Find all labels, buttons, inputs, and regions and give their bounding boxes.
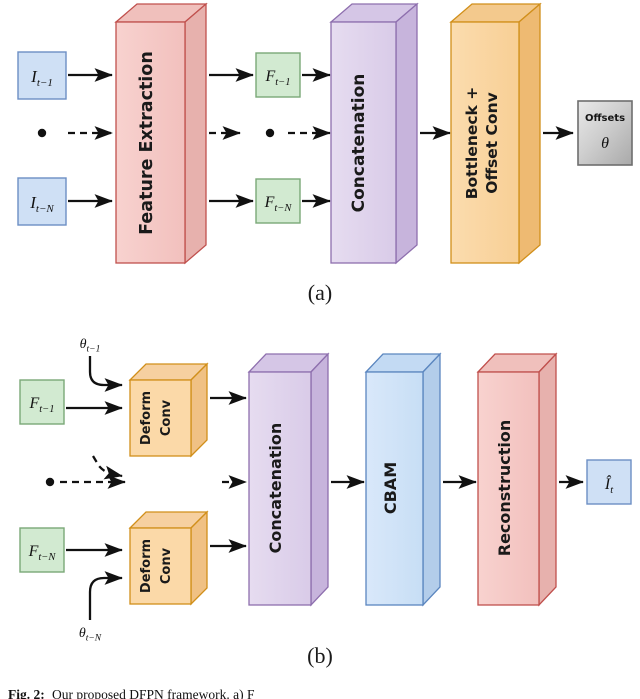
offsets-title: Offsets (585, 113, 625, 124)
offsets-output-box: Offsets θ (577, 100, 633, 166)
feature-t-N-label: Ft−N (264, 194, 293, 214)
deform-conv-top-line1: Deform (139, 391, 154, 445)
bottleneck-label-line2: Offset Conv (483, 92, 501, 193)
output-frame-label: Ît (604, 474, 614, 496)
dashed-arrow-b-upper (92, 455, 123, 480)
reconstruction-block: Reconstruction (476, 352, 558, 607)
panel-b-feature-t-1-label: Ft−1 (28, 395, 54, 415)
reconstructed-frame-output: Ît (586, 459, 632, 505)
panel-b-feature-t-N-label: Ft−N (28, 543, 57, 563)
feature-t-1-label: Ft−1 (264, 68, 290, 88)
ellipsis-dot-b-left (45, 477, 55, 487)
panel-a-input-frame-t-1: It−1 (17, 51, 67, 100)
deform-conv-top-line2: Conv (159, 399, 174, 436)
figure-caption-label: Fig. 2: (8, 687, 45, 699)
panel-b-feature-t-N: Ft−N (19, 527, 65, 573)
deform-conv-bottom-line2: Conv (159, 547, 174, 584)
input-frame-t-N-label: It−N (29, 193, 54, 215)
panel-b-feature-t-1: Ft−1 (19, 379, 65, 425)
concatenation-block-a: Concatenation (329, 2, 419, 265)
theta-t-1-label: θt−1 (80, 337, 101, 355)
cbam-label: CBAM (381, 462, 400, 514)
bottleneck-offset-conv-block: Bottleneck + Offset Conv (449, 2, 542, 265)
concatenation-label-b: Concatenation (266, 423, 285, 554)
deform-conv-block-bottom: Deform Conv (128, 510, 209, 606)
input-frame-t-1-label: It−1 (30, 67, 53, 89)
cbam-block: CBAM (364, 352, 442, 607)
reconstruction-label: Reconstruction (495, 420, 514, 557)
deform-conv-block-top: Deform Conv (128, 362, 209, 458)
figure-caption-text: Our proposed DFPN framework. a) F (52, 687, 255, 699)
ellipsis-dot-a-left (37, 128, 47, 138)
concatenation-block-b: Concatenation (247, 352, 330, 607)
feature-extraction-label: Feature Extraction (137, 51, 157, 235)
curved-arrow-theta2-to-deform2 (88, 571, 123, 620)
panel-a-caption: (a) (308, 280, 332, 305)
offsets-symbol: θ (601, 135, 609, 152)
theta-t-N-label: θt−N (79, 626, 102, 644)
panel-a-feature-t-N: Ft−N (255, 178, 301, 224)
concatenation-label-a: Concatenation (349, 74, 369, 213)
ellipsis-dot-a-mid (265, 128, 275, 138)
panel-a-input-frame-t-N: It−N (17, 177, 67, 226)
curved-arrow-theta1-to-deform1 (88, 356, 123, 392)
feature-extraction-block: Feature Extraction (114, 2, 208, 265)
deform-conv-bottom-line1: Deform (139, 539, 154, 593)
panel-b-caption: (b) (307, 643, 333, 668)
bottleneck-label-line1: Bottleneck + (463, 87, 481, 200)
panel-a-feature-t-1: Ft−1 (255, 52, 301, 98)
